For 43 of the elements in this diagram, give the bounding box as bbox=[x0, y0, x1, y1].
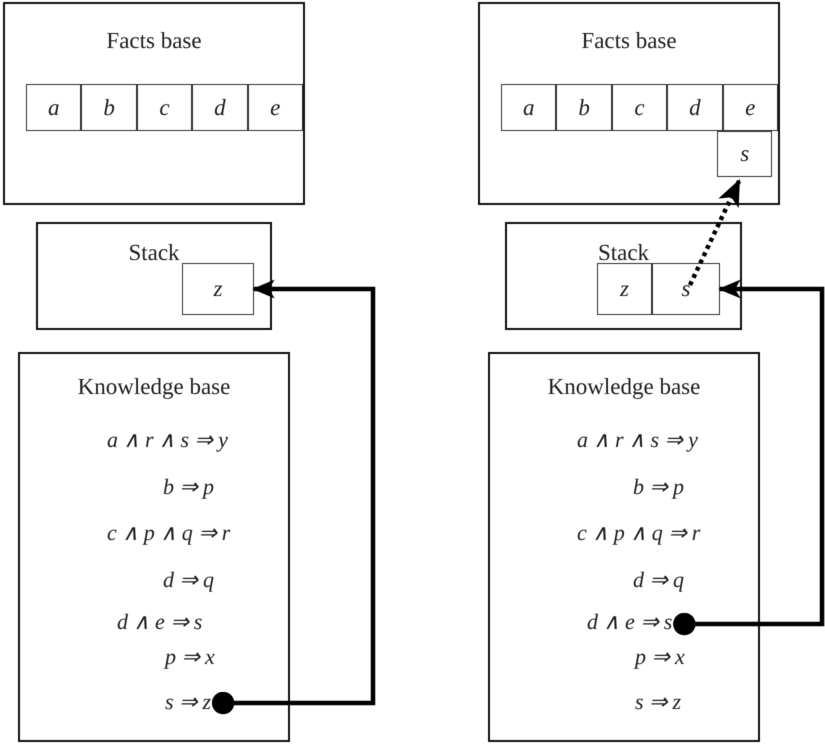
fact-cell: z bbox=[182, 263, 254, 315]
panel-box bbox=[3, 2, 305, 205]
dotted-arrow bbox=[688, 178, 742, 286]
rule-text: s ⇒ z bbox=[165, 689, 212, 715]
fact-cell: a bbox=[501, 84, 556, 131]
panel-title: Facts base bbox=[106, 28, 202, 54]
panel-title: Stack bbox=[128, 240, 180, 266]
panel-title: Facts base bbox=[581, 28, 677, 54]
fact-cell: d bbox=[667, 84, 723, 131]
rule-text: p ⇒ x bbox=[165, 644, 215, 670]
rule-text: c ∧ p ∧ q ⇒ r bbox=[577, 520, 700, 546]
panel-box bbox=[478, 2, 780, 205]
fact-cell: b bbox=[556, 84, 612, 131]
panel-box bbox=[505, 222, 742, 330]
fact-cell: e bbox=[248, 84, 303, 131]
panel-title: Stack bbox=[598, 240, 650, 266]
fact-cell: c bbox=[612, 84, 668, 131]
rule-text: a ∧ r ∧ s ⇒ y bbox=[577, 427, 698, 453]
fact-cell: a bbox=[26, 84, 82, 131]
panel-title: Knowledge base bbox=[548, 374, 700, 400]
rule-text: d ∧ e ⇒ s bbox=[587, 609, 672, 635]
fact-cell: e bbox=[722, 84, 778, 131]
panel-title: Knowledge base bbox=[78, 374, 230, 400]
rule-text: a ∧ r ∧ s ⇒ y bbox=[107, 427, 228, 453]
connector-arrow bbox=[212, 280, 376, 714]
fact-cell: s bbox=[652, 263, 720, 315]
panel-box bbox=[18, 352, 290, 742]
connector-arrow bbox=[673, 280, 824, 636]
panel-box bbox=[488, 352, 760, 742]
fact-cell: b bbox=[81, 84, 137, 131]
rule-text: c ∧ p ∧ q ⇒ r bbox=[107, 520, 230, 546]
rule-text: d ⇒ q bbox=[163, 567, 214, 593]
fact-cell: z bbox=[597, 263, 652, 315]
rule-text: d ∧ e ⇒ s bbox=[117, 609, 202, 635]
rule-text: b ⇒ p bbox=[163, 474, 214, 500]
fact-cell: c bbox=[136, 84, 192, 131]
panel-box bbox=[36, 222, 272, 330]
fact-cell: d bbox=[192, 84, 248, 131]
rule-text: p ⇒ x bbox=[635, 644, 685, 670]
rule-text: b ⇒ p bbox=[633, 474, 684, 500]
fact-cell: s bbox=[717, 131, 772, 177]
rule-text: d ⇒ q bbox=[633, 567, 684, 593]
rule-text: s ⇒ z bbox=[635, 689, 682, 715]
